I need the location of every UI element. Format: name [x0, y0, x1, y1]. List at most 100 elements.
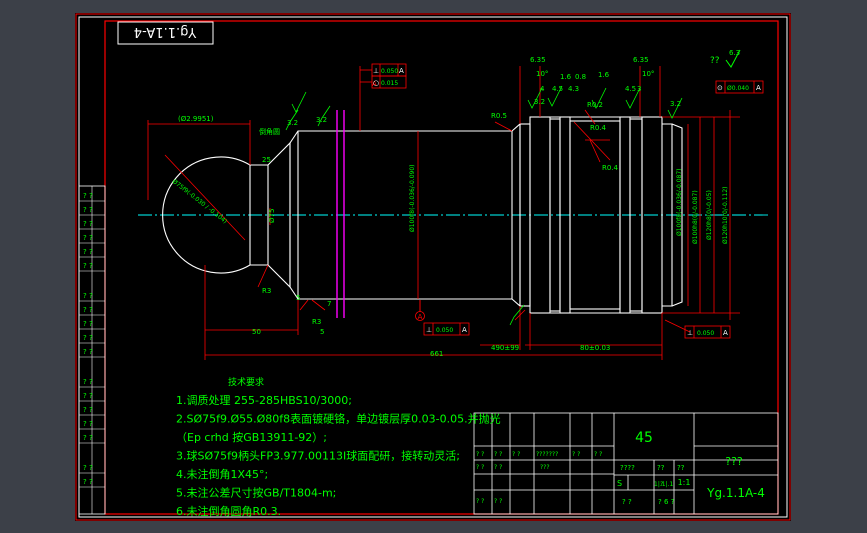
dim-shaft-diameter: Ø100f8(-0.036/-0.090)	[409, 165, 416, 233]
roughness-corner-label: ??	[710, 56, 720, 66]
dim-7: 7	[327, 300, 331, 308]
rough-32a: 3.2	[287, 119, 298, 127]
dim-journal-3: Ø120h8(0/-0.05)	[706, 190, 713, 240]
fcf5-symbol: ⊙	[717, 84, 723, 92]
dim-r3a: R3	[262, 287, 271, 295]
left-strip-label: ? ?	[83, 206, 93, 214]
title-cell-g: ? 6 ?	[658, 498, 675, 506]
roughness-corner-value: 6.3	[729, 49, 740, 57]
dimension-lines	[147, 66, 740, 360]
dim-len-80: 80±0.03	[580, 344, 610, 352]
left-strip-label: ? ?	[83, 292, 93, 300]
title-scale: 1:1	[678, 478, 691, 487]
ball-head	[162, 141, 291, 289]
datum-ref-a2: A	[372, 80, 377, 88]
title-row-c-cell: ? ?	[494, 498, 502, 505]
left-strip-label: ? ?	[83, 378, 93, 386]
note-line: 4.未注倒角1X45°;	[176, 467, 268, 481]
fcf1-ref: A	[399, 67, 404, 75]
rough-32d: 3.2	[670, 100, 681, 108]
note-line: 6.未注倒角圆角R0.3.	[176, 504, 281, 518]
datum-marker-a1: A	[415, 300, 425, 321]
note-line: 2.SØ75f9.Ø55.Ø80f8表面镀硬铬，单边镀层厚0.03-0.05.并…	[176, 412, 501, 426]
rough-10b: 10°	[642, 70, 654, 78]
rough-32c: 3.2	[534, 98, 545, 106]
left-strip-label: ? ?	[83, 306, 93, 314]
dim-len-50: 50	[252, 328, 261, 336]
dim-45a: 4.5	[552, 85, 563, 93]
left-strip-label: ? ?	[83, 262, 93, 270]
left-strip-label: ? ?	[83, 434, 93, 442]
corner-code-box: Yg.1.1A-4	[117, 21, 214, 45]
note-line: （Ep crhd 按GB13911-92）;	[176, 430, 327, 444]
dim-43: 4.3	[568, 85, 579, 93]
left-strip-label: ? ?	[83, 334, 93, 342]
rough-635b: 6.35	[633, 56, 649, 64]
dim-outer-diameter: (Ø2.9951)	[178, 115, 214, 123]
title-row-a-cell: ? ?	[494, 451, 502, 458]
rough-08: 0.8	[575, 73, 586, 81]
fcf5-value: Ø0.040	[727, 85, 749, 92]
fcf2-symbol: ○	[373, 79, 379, 87]
title-cell-b: ??	[657, 464, 665, 472]
dim-len-661: 661	[430, 350, 443, 358]
title-row-a-cell: ???????	[536, 451, 558, 458]
rough-16a: 1.6	[560, 73, 572, 81]
title-name: ???	[725, 455, 743, 468]
title-drawing-no: Yg.1.1A-4	[706, 486, 765, 500]
dim-len-5: 5	[320, 328, 324, 336]
dim-4: 4	[540, 85, 545, 93]
fcf2-value: 0.015	[381, 80, 398, 87]
title-material: 45	[635, 430, 653, 446]
dim-journal-2: Ø100h8(0/-0.087)	[692, 190, 699, 244]
dim-len-490: 490±99	[491, 344, 519, 352]
dim-3: 3	[637, 85, 641, 93]
left-strip-table	[78, 185, 106, 515]
dim-r05: R0.5	[491, 112, 507, 120]
title-cell-c: ??	[677, 464, 685, 472]
left-strip-label: ? ?	[83, 234, 93, 242]
dim-r04a: R0.4	[590, 124, 607, 132]
left-strip-label: ? ?	[83, 192, 93, 200]
title-row-b-cell: ? ?	[476, 464, 484, 471]
left-strip-label: ? ?	[83, 464, 93, 472]
dim-journal-4: Ø120h10(0/-0.112)	[722, 187, 729, 244]
dim-25: 25	[262, 156, 271, 164]
fcf4-ref: A	[723, 329, 728, 337]
title-row-a-cell: ? ?	[594, 451, 602, 458]
title-s-label: S	[617, 479, 622, 488]
notes-title: 技术要求	[228, 376, 264, 388]
note-line: 1.调质处理 255-285HBS10/3000;	[176, 394, 352, 407]
title-row-a-cell: ? ?	[512, 451, 520, 458]
title-row-c-cell: ? ?	[476, 498, 484, 505]
dim-45b: 4.5	[625, 85, 636, 93]
dim-r04b: R0.4	[602, 164, 619, 172]
dim-journal-1: Ø100f8(-0.036/-0.087)	[676, 169, 683, 237]
outer-frame	[75, 13, 791, 521]
title-cell-f: ? ?	[622, 498, 632, 506]
dim-r3b: R3	[312, 318, 321, 326]
fcf1-symbol: ⊥	[373, 67, 379, 75]
rough-635a: 6.35	[530, 56, 546, 64]
left-strip-label: ? ?	[83, 220, 93, 228]
fcf4-symbol: ⊥	[687, 329, 693, 337]
title-block-grid	[473, 412, 779, 515]
left-strip-label: ? ?	[83, 348, 93, 356]
fcf3-value: 0.050	[436, 327, 453, 334]
title-cell-a: ????	[620, 464, 635, 472]
dim-r02: R0.2	[587, 101, 603, 109]
fcf5-ref: A	[756, 84, 761, 92]
note-line: 3.球SØ75f9柄头FP3.977.00113I球面配研，接转动灵活;	[176, 449, 460, 463]
left-strip-label: ? ?	[83, 406, 93, 414]
fcf3-symbol: ⊥	[426, 326, 432, 334]
fcf3-ref: A	[462, 326, 467, 334]
fcf1-value: 0.050	[381, 68, 398, 75]
dim-neck-label: 倒角圆	[259, 127, 280, 136]
title-row-b-cell: ???	[540, 464, 550, 471]
dim-d75: Ø75	[268, 209, 276, 223]
title-cell-d: 1|.1|.1	[654, 481, 673, 488]
left-strip-label: ? ?	[83, 320, 93, 328]
